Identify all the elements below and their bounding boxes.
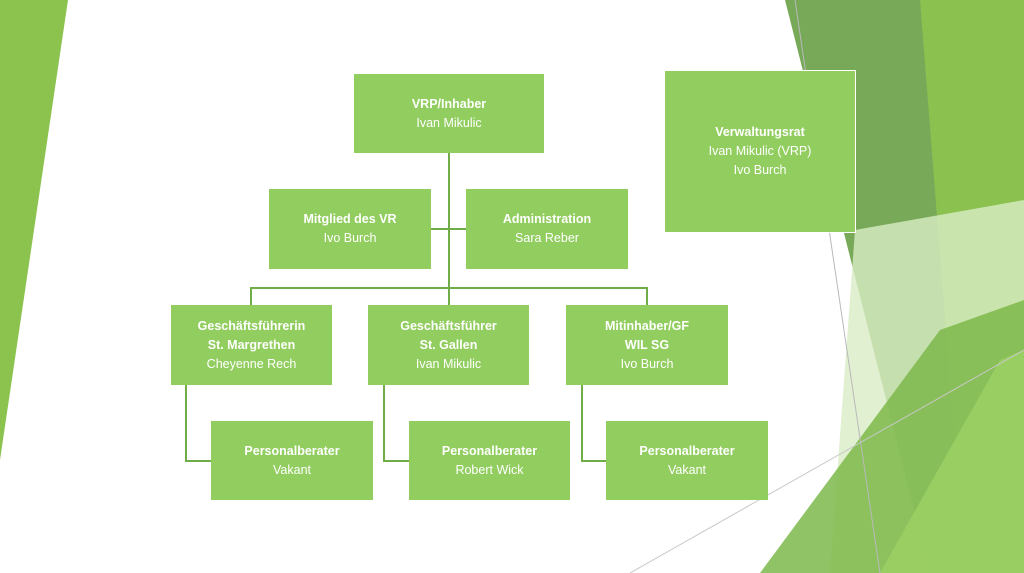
- root-name: Ivan Mikulic: [416, 115, 482, 130]
- board-member: Ivan Mikulic (VRP): [708, 144, 812, 158]
- manager-title: Geschäftsführer: [400, 318, 497, 333]
- staff-title: Personalberater: [639, 443, 735, 458]
- assistant-name: Sara Reber: [515, 231, 579, 245]
- staff-title: Personalberater: [244, 443, 340, 458]
- manager-title: Mitinhaber/GF: [604, 318, 690, 333]
- staff-name: Vakant: [273, 462, 311, 477]
- manager-box-st-margrethen: Geschäftsführerin St. Margrethen Cheyenn…: [171, 305, 332, 385]
- connector-staff-1-vertical: [185, 385, 187, 462]
- manager-box-st-gallen: Geschäftsführer St. Gallen Ivan Mikulic: [368, 305, 529, 385]
- assistant-name: Ivo Burch: [323, 231, 377, 245]
- manager-box-wil-sg: Mitinhaber/GF WIL SG Ivo Burch: [566, 305, 728, 385]
- staff-box-2: Personalberater Robert Wick: [409, 421, 570, 500]
- connector-manager-1: [250, 287, 252, 305]
- assistant-title: Mitglied des VR: [303, 212, 397, 226]
- manager-name: Cheyenne Rech: [206, 356, 297, 371]
- manager-name: Ivan Mikulic: [415, 356, 482, 371]
- board-box: Verwaltungsrat Ivan Mikulic (VRP) Ivo Bu…: [664, 70, 856, 233]
- connector-staff-2-horizontal: [383, 460, 410, 462]
- assistant-box-administration: Administration Sara Reber: [466, 189, 628, 269]
- connector-staff-3-horizontal: [581, 460, 608, 462]
- connector-staff-2-vertical: [383, 385, 385, 462]
- assistant-title: Administration: [502, 212, 592, 226]
- assistant-box-vr-member: Mitglied des VR Ivo Burch: [269, 189, 431, 269]
- connector-staff-3-vertical: [581, 385, 583, 462]
- manager-location: St. Gallen: [419, 337, 478, 352]
- right-accent-shape-bright: [880, 350, 1024, 573]
- staff-name: Robert Wick: [455, 462, 524, 477]
- connector-root-vertical: [448, 153, 450, 288]
- staff-name: Vakant: [668, 462, 706, 477]
- accent-line: [629, 349, 1024, 573]
- manager-title: Geschäftsführerin: [197, 318, 306, 333]
- connector-staff-1-horizontal: [185, 460, 212, 462]
- root-box: VRP/Inhaber Ivan Mikulic: [354, 74, 544, 153]
- staff-title: Personalberater: [441, 443, 538, 458]
- manager-location: St. Margrethen: [207, 337, 296, 352]
- staff-box-3: Personalberater Vakant: [606, 421, 768, 500]
- root-title: VRP/Inhaber: [411, 96, 487, 111]
- board-title: Verwaltungsrat: [715, 125, 805, 139]
- staff-box-1: Personalberater Vakant: [211, 421, 373, 500]
- manager-location: WIL SG: [624, 337, 670, 352]
- connector-manager-3: [646, 287, 648, 305]
- connector-assistants: [430, 228, 466, 230]
- connector-manager-2: [448, 287, 450, 305]
- board-member: Ivo Burch: [733, 163, 787, 177]
- manager-name: Ivo Burch: [620, 356, 674, 371]
- left-accent-shape: [0, 0, 68, 460]
